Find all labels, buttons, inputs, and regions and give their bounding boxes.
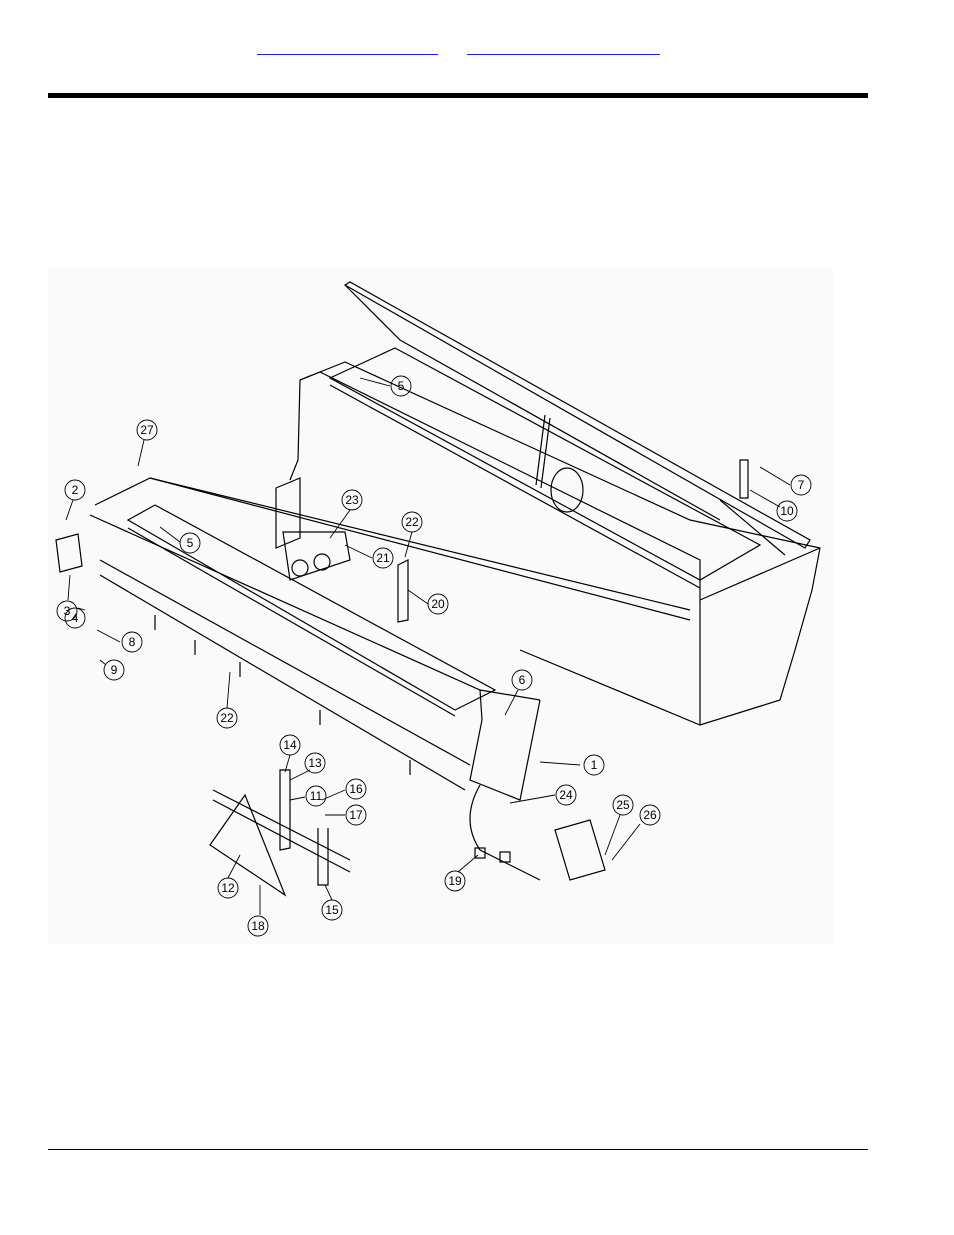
callout-4: 4: [72, 611, 79, 625]
callout-2: 2: [72, 483, 79, 497]
callout-21: 21: [376, 551, 390, 565]
rear-tray: [328, 347, 762, 589]
top-divider: [48, 93, 868, 98]
callout-26: 26: [643, 808, 657, 822]
callout-11: 11: [310, 789, 323, 803]
callout-5b: 5: [187, 536, 194, 550]
callout-3: 3: [64, 604, 71, 618]
gas-strut: [535, 414, 584, 513]
callout-22b: 22: [220, 711, 234, 725]
callout-23: 23: [345, 493, 359, 507]
callout-13: 13: [308, 756, 322, 770]
hopper-body: [89, 361, 821, 801]
hopper-lid: [343, 281, 811, 549]
nav-link-1[interactable]: [257, 40, 438, 55]
callout-20: 20: [431, 597, 445, 611]
callout-18: 18: [251, 919, 265, 933]
callouts: [56, 375, 812, 937]
callout-9: 9: [111, 663, 118, 677]
bottom-divider: [48, 1149, 868, 1150]
callout-24: 24: [559, 788, 573, 802]
parts-diagram: 1 2 3 4 5 5 6 7 8 9 10 11 12 13 14 15 16…: [48, 268, 833, 944]
callout-17: 17: [349, 808, 363, 822]
callout-19: 19: [448, 874, 462, 888]
light-plate: [469, 784, 606, 881]
callout-7: 7: [798, 478, 805, 492]
callout-labels: 1 2 3 4 5 5 6 7 8 9 10 11 12 13 14 15 16…: [64, 379, 805, 933]
callout-1: 1: [591, 758, 598, 772]
callout-5a: 5: [398, 379, 405, 393]
callout-14: 14: [283, 738, 297, 752]
callout-6: 6: [519, 673, 526, 687]
callout-15: 15: [325, 903, 339, 917]
meter-rollers: [154, 615, 411, 775]
front-tray: [126, 504, 497, 717]
nav-link-2[interactable]: [467, 40, 660, 55]
side-bracket: [275, 477, 409, 623]
callout-8: 8: [129, 635, 136, 649]
callout-27: 27: [140, 423, 154, 437]
callout-16: 16: [349, 782, 363, 796]
callout-12: 12: [221, 881, 235, 895]
callout-22a: 22: [405, 515, 419, 529]
lid-brace: [719, 459, 786, 556]
end-cap: [55, 533, 83, 573]
callout-25: 25: [616, 798, 630, 812]
callout-10: 10: [780, 504, 794, 518]
smv-emblem: [209, 769, 351, 897]
